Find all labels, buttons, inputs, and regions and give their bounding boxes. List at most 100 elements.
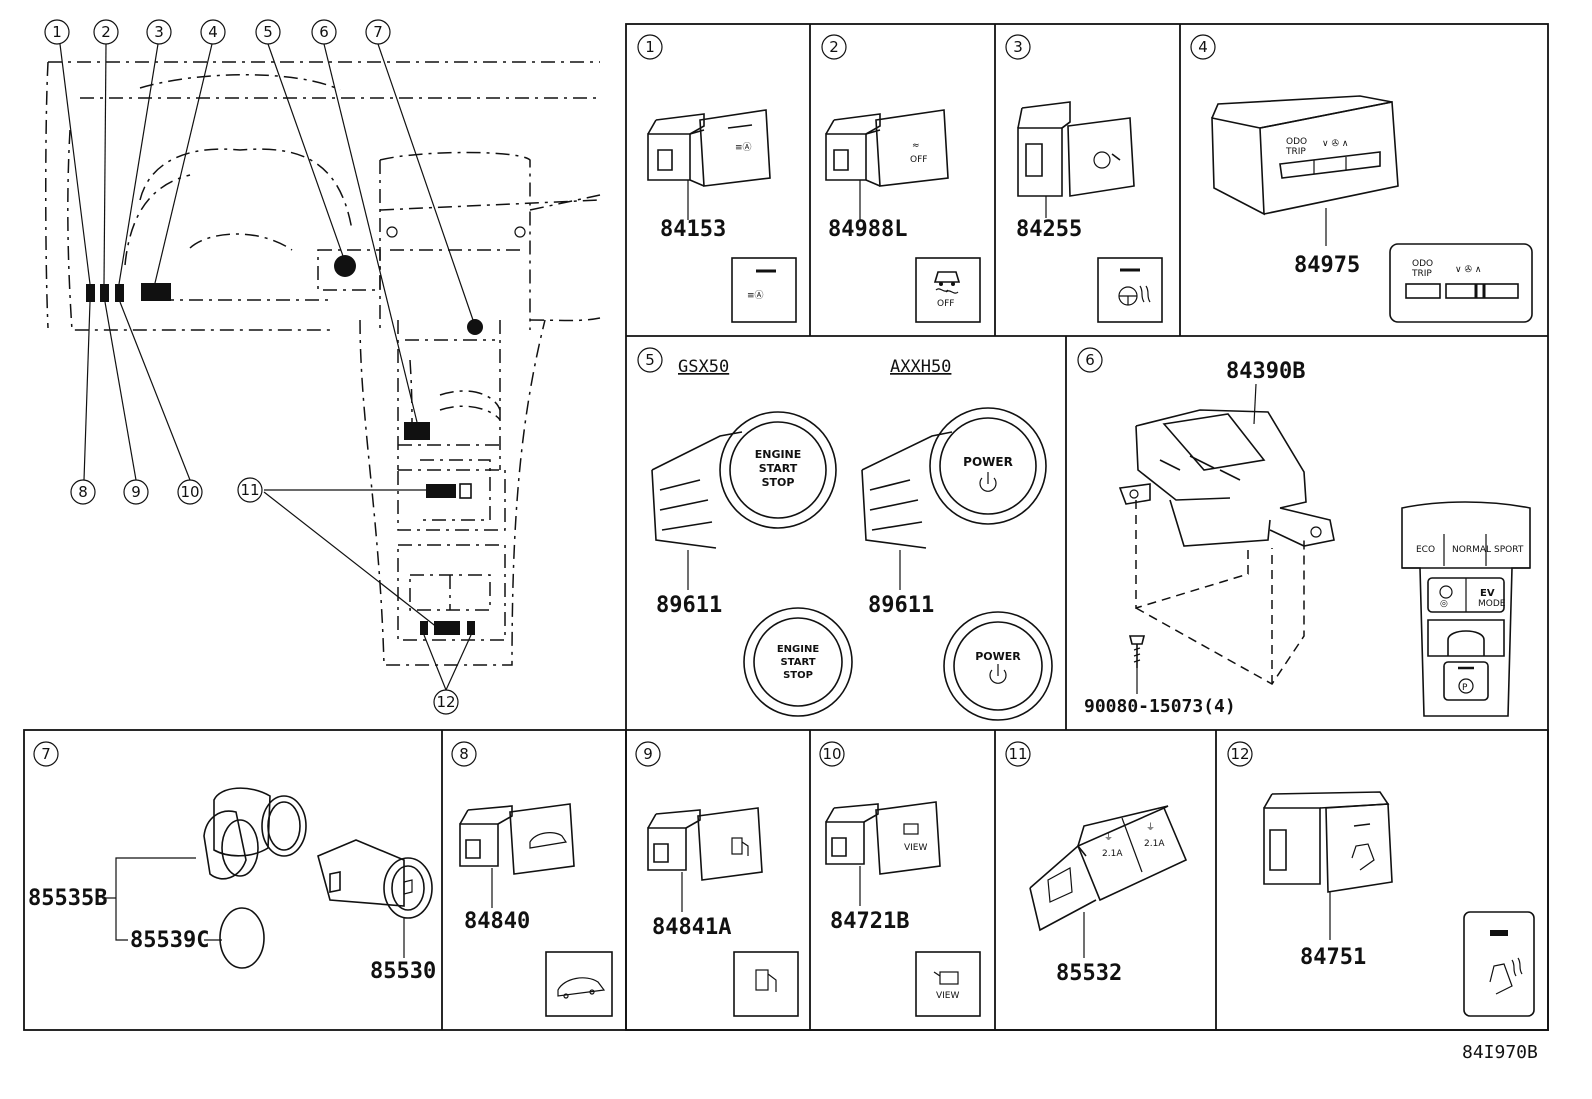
sport-mode-label: SPORT (1494, 545, 1524, 555)
callout-1: 1 (52, 23, 62, 41)
engine-start-button-detail: ENGINE START STOP (743, 607, 853, 717)
headlamp-leveling-icon-detail: ≡Ⓐ (747, 290, 764, 301)
callout-8: 8 (78, 483, 88, 501)
instrument-controls-icon: ∨ ✇ ∧ (1322, 139, 1348, 149)
odo-label: ODO (1286, 137, 1307, 147)
usb-label-2: 2.1A (1144, 839, 1165, 849)
callout-3: 3 (154, 23, 164, 41)
part-number-85535B: 85535B (28, 886, 107, 911)
stop-label: STOP (762, 476, 795, 489)
skid-icon: ≈ (912, 141, 920, 151)
view-detail-text: VIEW (936, 991, 959, 1001)
panel-number: 4 (1198, 38, 1208, 56)
panel-number: 9 (643, 745, 653, 763)
switch-body (1017, 101, 1135, 197)
power-detail-label: POWER (975, 650, 1021, 663)
trip-label: TRIP (1285, 147, 1306, 157)
shift-console-detail: ECO NORMAL SPORT ◎ EV MODE P (1401, 501, 1531, 717)
part-number-85532: 85532 (1056, 961, 1122, 986)
panel-frames (23, 23, 1549, 1031)
ev-mode-label: MODE (1478, 599, 1506, 609)
panel-9-fuel-lid-opener-switch: 9 84841A (635, 741, 799, 1017)
part-number-90080-15073: 90080-15073(4) (1084, 696, 1236, 717)
screw (1128, 635, 1146, 668)
model-gsx50: GSX50 (678, 357, 729, 377)
part-number-84390B: 84390B (1226, 359, 1305, 384)
part-number-84721B: 84721B (830, 909, 909, 934)
switch-body: ≈ OFF (825, 109, 949, 187)
panel-1-headlamp-leveling-switch: 1 ≡Ⓐ 84153 ≡Ⓐ (637, 34, 797, 323)
usb-label-1: 2.1A (1102, 849, 1123, 859)
eco-mode-label: ECO (1416, 545, 1435, 555)
callout-10: 10 (180, 483, 199, 501)
panel-number: 8 (459, 745, 469, 763)
part-number-84975: 84975 (1294, 253, 1360, 278)
callout-circles-bottom: 8 9 10 11 12 (70, 477, 459, 715)
normal-mode-label: NORMAL (1452, 545, 1491, 555)
panel-number: 3 (1013, 38, 1023, 56)
auto-hold-icon: ◎ (1440, 599, 1448, 609)
panel-5-start-stop-switch: 5 GSX50 AXXH50 ENGINE START STOP 89611 E… (637, 347, 1053, 721)
panel-number: 1 (645, 38, 655, 56)
start-label: START (759, 462, 798, 475)
switch-body (459, 803, 575, 875)
view-text: VIEW (904, 843, 927, 853)
callout-circles-top: 1 2 3 4 5 6 7 (44, 19, 391, 45)
outlet-socket (213, 787, 307, 857)
part-number-85530: 85530 (370, 959, 436, 984)
shift-assembly-body (1118, 409, 1335, 547)
headlamp-leveling-icon: ≡Ⓐ (735, 142, 752, 153)
panel-2-vsc-off-switch: 2 ≈ OFF 84988L OFF (821, 34, 981, 323)
switch-body (647, 807, 763, 881)
vsc-off-detail-text: OFF (937, 299, 954, 309)
switch-body (1263, 791, 1393, 893)
engine-start-switch-body: ENGINE START STOP (651, 411, 837, 549)
parking-brake-icon: P (1462, 683, 1468, 693)
engine-label: ENGINE (755, 448, 802, 461)
part-number-89611-gsx50: 89611 (656, 593, 722, 618)
model-axxh50: AXXH50 (890, 357, 951, 377)
panel-number: 6 (1085, 351, 1095, 369)
usb-charger-body: ⏚ 2.1A ⏚ 2.1A (1029, 805, 1188, 932)
switch-body: VIEW (825, 801, 941, 875)
callout-2: 2 (101, 23, 111, 41)
stop-detail-label: STOP (783, 670, 813, 681)
panel-number: 7 (41, 745, 51, 763)
callout-4: 4 (208, 23, 218, 41)
panel-7-power-outlet: 7 85535B 85539C 85530 (28, 741, 436, 984)
part-number-84841A: 84841A (652, 915, 731, 940)
callout-12: 12 (436, 693, 455, 711)
panel-number: 2 (829, 38, 839, 56)
panel-11-usb-charger: 11 ⏚ 2.1A ⏚ 2.1A 85532 (1005, 741, 1188, 986)
callout-11: 11 (240, 481, 259, 499)
outlet-insert (317, 839, 433, 919)
part-number-85539C: 85539C (130, 928, 209, 953)
callout-9: 9 (131, 483, 141, 501)
power-label: POWER (963, 455, 1013, 469)
panel-number: 5 (645, 351, 655, 369)
panel-6-shift-lock-control: 6 84390B 90080-15073(4) ECO (1077, 347, 1531, 717)
odo-detail-label: ODO (1412, 259, 1433, 269)
part-number-84988L: 84988L (828, 217, 907, 242)
usb-icon-1: ⏚ (1104, 832, 1113, 843)
engine-detail-label: ENGINE (777, 644, 819, 655)
callout-6: 6 (319, 23, 329, 41)
part-number-84751: 84751 (1300, 945, 1366, 970)
panel-3-steering-heater-switch: 3 84255 (1005, 34, 1163, 323)
vsc-off-text: OFF (910, 155, 927, 165)
panel-12-seat-heater-switch: 12 84751 (1227, 741, 1535, 1017)
usb-icon-2: ⏚ (1146, 822, 1155, 833)
instrument-detail-icon: ∨ ✇ ∧ (1455, 265, 1481, 275)
part-number-89611-axxh50: 89611 (868, 593, 934, 618)
switch-body: ODO TRIP ∨ ✇ ∧ (1211, 95, 1399, 216)
panel-4-odo-trip-instrument-switch: 4 ODO TRIP ∨ ✇ ∧ 84975 ODO TRIP ∨ ✇ ∧ (1190, 34, 1533, 323)
power-switch-body: POWER (861, 407, 1047, 549)
panel-number: 11 (1008, 745, 1027, 763)
power-button-detail: POWER (943, 611, 1053, 721)
part-number-84255: 84255 (1016, 217, 1082, 242)
callout-7: 7 (373, 23, 383, 41)
switch-body: ≡Ⓐ (647, 109, 771, 187)
panel-8-trunk-opener-switch: 8 84840 (451, 741, 613, 1017)
panel-number: 10 (822, 745, 841, 763)
